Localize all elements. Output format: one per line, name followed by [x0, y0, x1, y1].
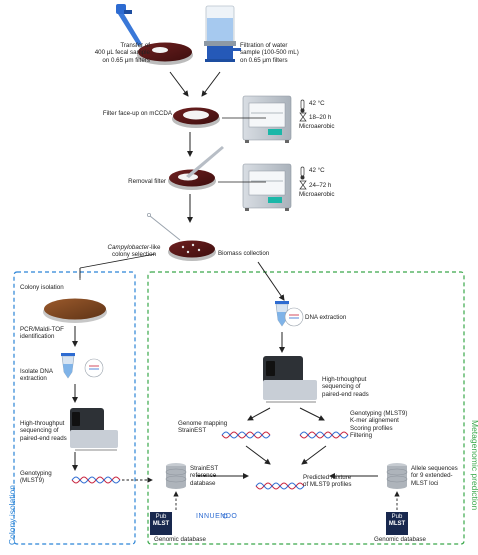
campylobacter-label: Campylobacter-like colony selection [96, 244, 172, 259]
dna-helix-genotyping-icon [299, 431, 349, 439]
dna-extract-icon [84, 358, 104, 378]
colony-isolation-box [13, 271, 136, 545]
petri-dish-transfer-icon [137, 42, 193, 65]
genomic-db-right-label: Genomic database [374, 536, 426, 543]
dna-helix-prediction-icon [255, 482, 305, 490]
tube-meta-icon [275, 301, 289, 327]
pubmlst-logo-right [386, 512, 408, 535]
petri-dish-removal-icon [168, 169, 216, 190]
sequencing-label: High-throughput sequencing of paired-end… [20, 420, 67, 442]
thermometer-icon [300, 99, 305, 113]
hourglass-icon [299, 112, 307, 122]
dna-strand [71, 476, 121, 484]
incubator2-time: 24–72 h [309, 182, 332, 189]
filtration-label: Filtration of water sample (100-500 mL) … [240, 42, 299, 64]
removal-filter-label: Removal filter [128, 178, 166, 185]
predicted-mixture-label: Predicted mixture of MLST9 profiles [303, 474, 352, 489]
incubator-icon [242, 95, 292, 143]
incubator1-atm: Microaerobic [299, 123, 335, 130]
campylobacter-rest: -like colony selection [111, 244, 161, 259]
incubator2-temp: 42 °C [309, 167, 325, 174]
filtration-apparatus-icon [204, 5, 241, 62]
hourglass-2-icon [299, 180, 307, 190]
dna-extraction-label: DNA extraction [305, 314, 347, 321]
filter-face-up-label: Filter face-up on mCCDA [102, 110, 172, 117]
strainest-db-label: StrainEST reference database [190, 465, 219, 487]
allele-sequences-label: Allele sequences for 9 extended- MLST lo… [411, 465, 458, 487]
incubator-2-icon [242, 163, 292, 211]
genomic-db-left-label: Genomic database [154, 536, 206, 543]
genotyping-label: Genotyping (MLST9) [20, 470, 52, 485]
sequencer-meta-icon [263, 356, 317, 403]
tweezers-icon [186, 146, 224, 178]
dna-strand [255, 482, 305, 490]
petri-dish-colonies-icon [168, 240, 216, 261]
inoculation-loop-icon [146, 212, 181, 241]
metagenomic-section-label: Metagenomic prediction [470, 420, 478, 511]
petri-dish-filter-icon [172, 107, 220, 128]
innuendo-logo-icon [222, 513, 228, 519]
dna-extract-meta-icon [284, 307, 304, 327]
incubator1-time: 18–20 h [309, 114, 332, 121]
genotyping-right-label: Genotyping (MLST9) K-mer alignement Scor… [350, 410, 408, 440]
isolate-dna-label: Isolate DNA extraction [20, 368, 54, 383]
metagenomic-box [147, 271, 465, 545]
colony-isolation-header: Colony isolation [20, 284, 64, 291]
pubmlst-left-line2: MLST [152, 521, 170, 527]
pubmlst-right-line2: MLST [388, 521, 406, 527]
campylobacter-italic: Campylobacter [107, 244, 150, 251]
incubator1-temp: 42 °C [309, 100, 325, 107]
thermometer-2-icon [300, 166, 305, 180]
sequencer-icon [70, 408, 118, 451]
innuendo-logo-text: INNUENDO [196, 513, 238, 520]
incubator2-atm: Microaerobic [299, 191, 335, 198]
meta-sequencing-label: High-trhoughput sequencing of paired-end… [322, 376, 369, 398]
pcr-label: PCR/Maldi-TOF identification [20, 326, 64, 341]
genome-mapping-label: Genome mapping StrainEST [178, 420, 228, 435]
colony-isolation-section-label: Colony isolation [7, 484, 17, 545]
dna-helix-mapping-icon [221, 431, 271, 439]
tube-icon [61, 353, 75, 379]
database-allele-icon [386, 463, 408, 489]
dna-strand [221, 431, 271, 439]
database-strainest-icon [165, 463, 187, 489]
pubmlst-right-line1: Pub [391, 514, 403, 520]
biomass-label: Biomass collection [218, 250, 270, 257]
pubmlst-logo-left [150, 512, 172, 535]
dna-helix-icon [71, 476, 121, 484]
transfer-label: Transfer of 400 μL fecal sample on 0.65 … [94, 42, 150, 64]
pubmlst-left-line1: Pub [155, 514, 167, 520]
petri-dish-brown-icon [43, 298, 107, 323]
dna-strand [299, 431, 349, 439]
